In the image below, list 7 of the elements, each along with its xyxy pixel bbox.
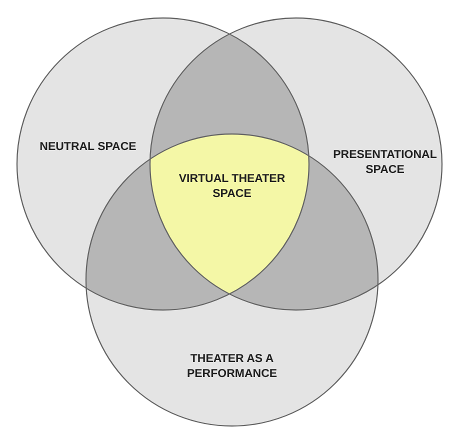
region-label: VIRTUAL THEATER SPACE: [178, 172, 286, 202]
region-label: NEUTRAL SPACE: [38, 140, 138, 155]
region-label: THEATER AS A PERFORMANCE: [186, 352, 278, 382]
intersection-region: [150, 134, 309, 294]
set-circle: [16, 17, 310, 311]
region-label: PRESENTATIONAL SPACE: [332, 148, 438, 178]
set-circle: [149, 17, 443, 311]
